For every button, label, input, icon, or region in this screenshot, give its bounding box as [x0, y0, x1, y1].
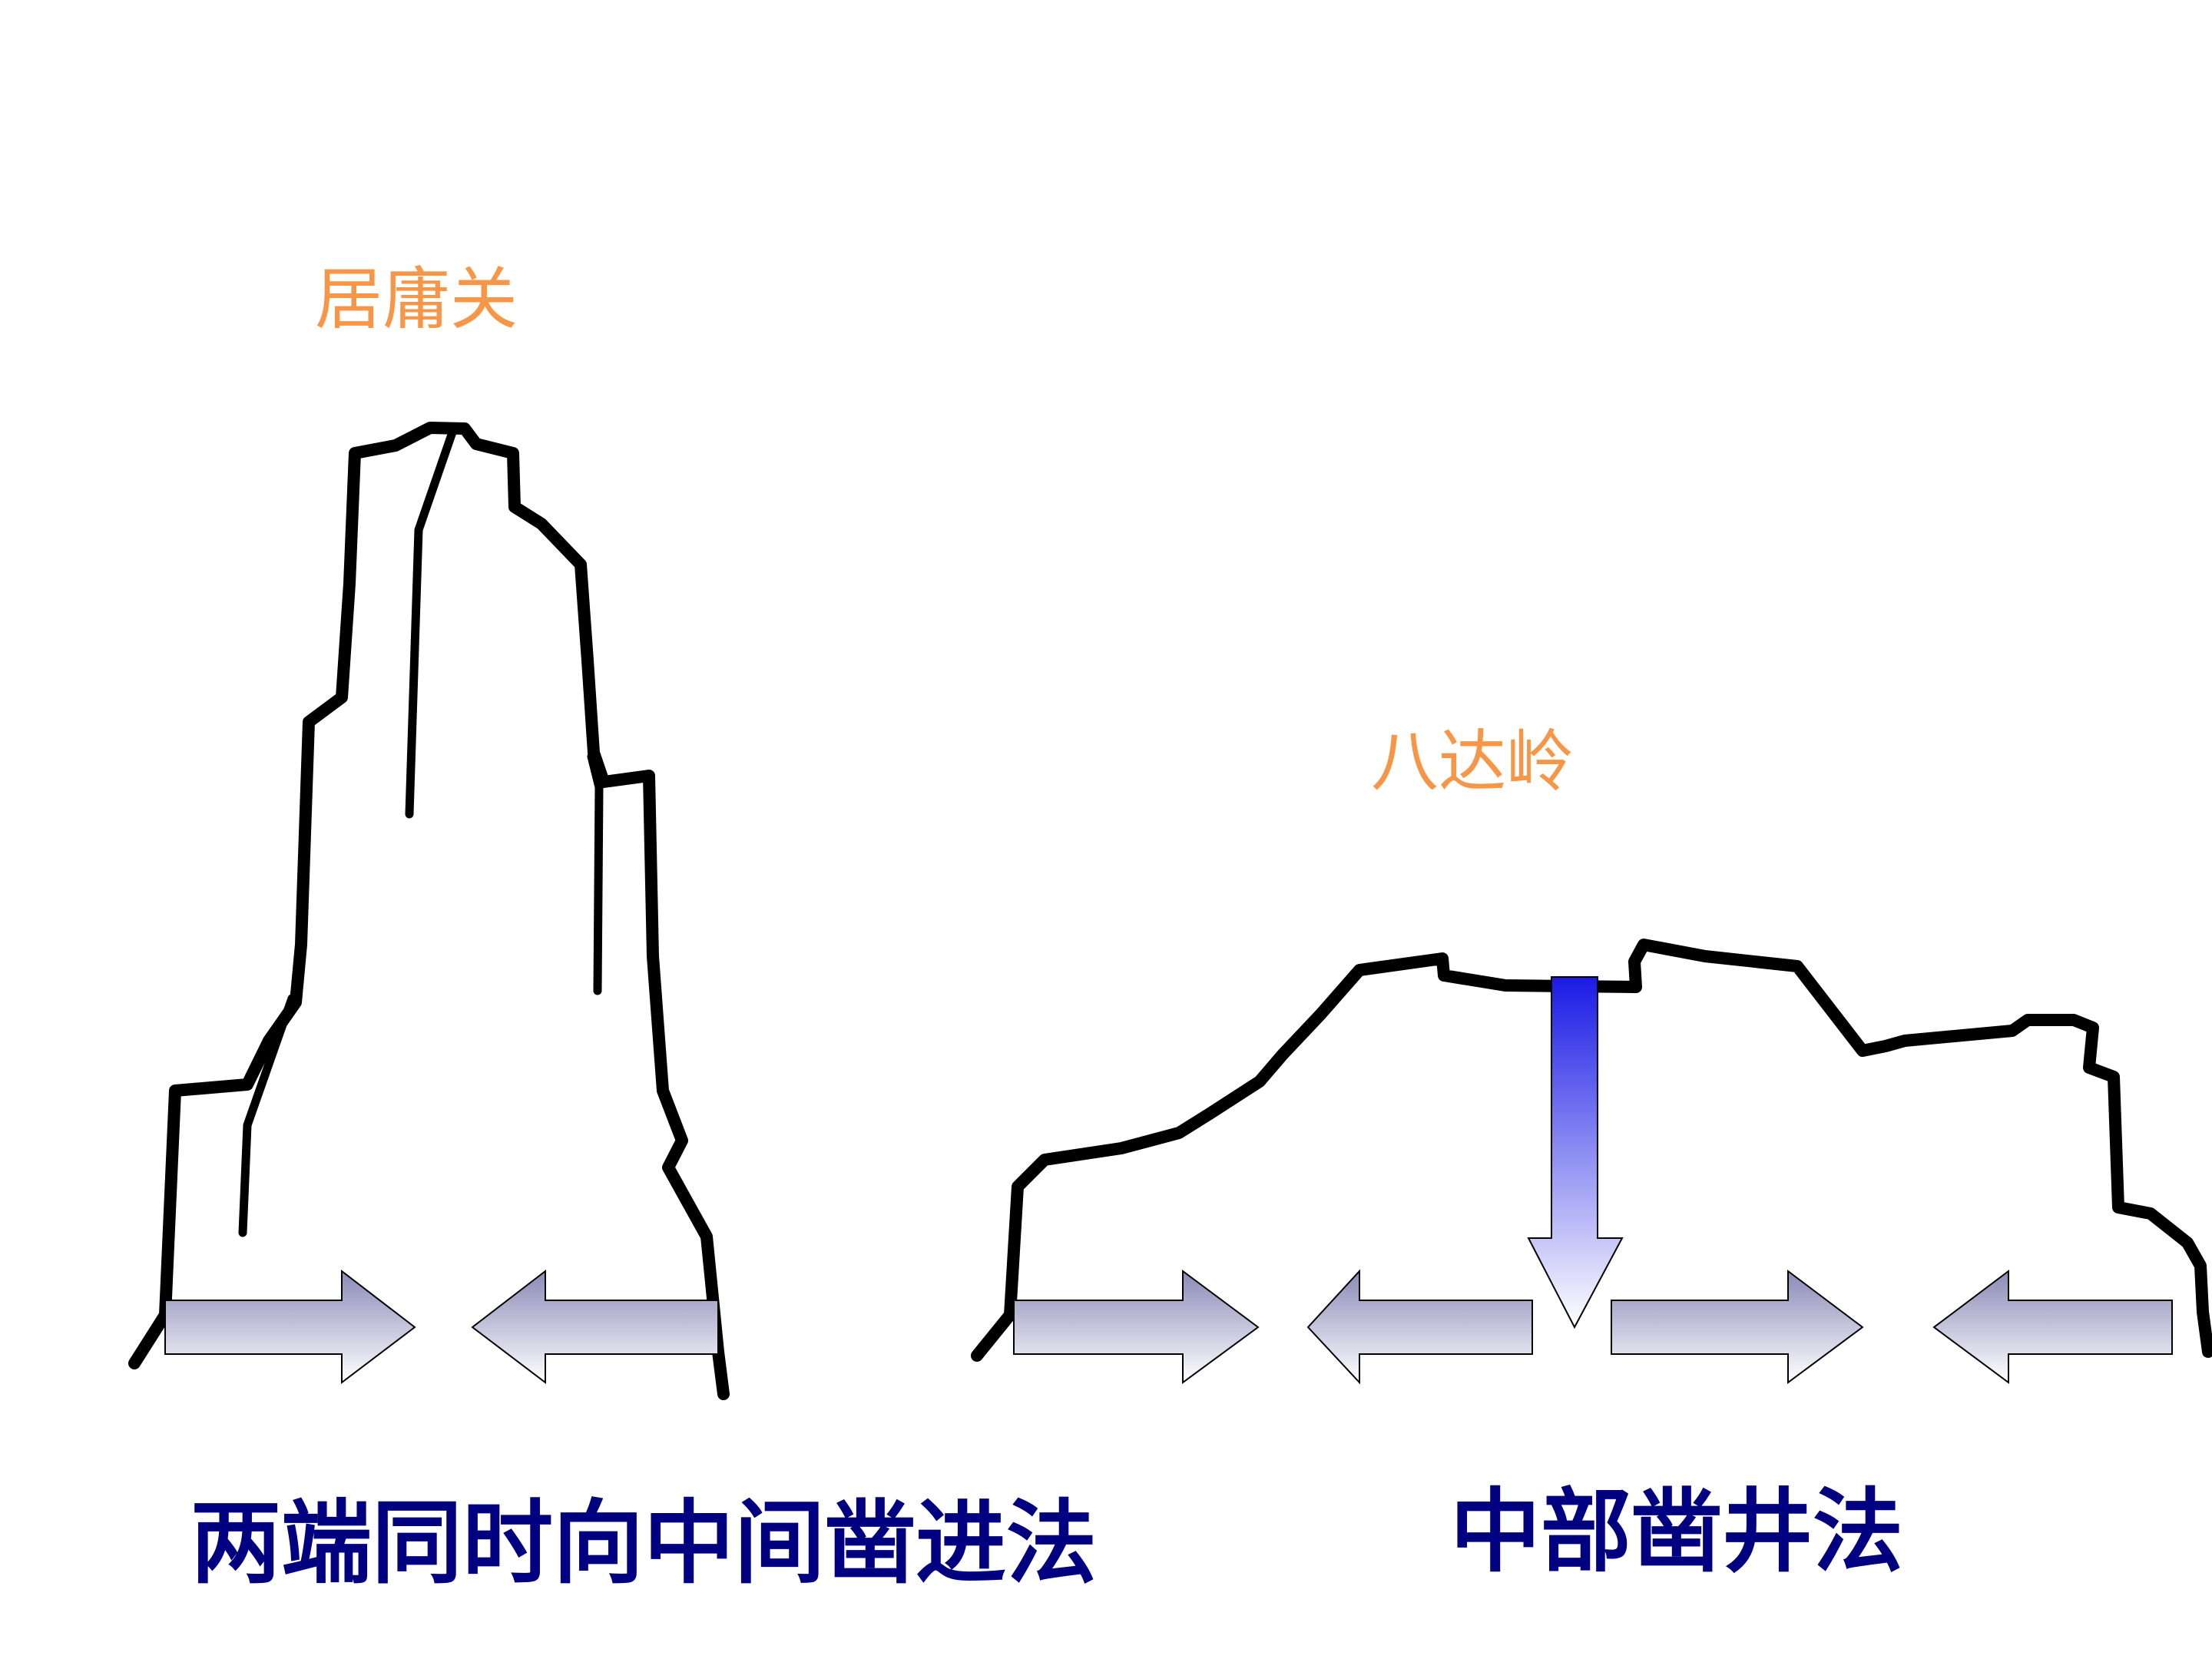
arrow-right-1-east [1013, 1270, 1260, 1384]
mountain-label-badaling: 八达岭 [1371, 722, 1575, 801]
arrow-right-2-west [1306, 1269, 1533, 1385]
mountain-juyongguan-outline [128, 422, 730, 1400]
method-label-central-shaft: 中部凿井法 [1450, 1479, 1904, 1584]
mountain-badaling-outline [971, 939, 2212, 1362]
method-label-both-ends: 两端同时向中间凿进法 [190, 1490, 1098, 1596]
arrow-left-west [471, 1269, 719, 1385]
mountain-juyongguan-crack-1 [405, 426, 458, 819]
mountain-juyongguan-crack-2 [238, 994, 296, 1237]
mountain-juyongguan-crack-3 [587, 752, 604, 995]
arrow-shaft-down [1527, 976, 1624, 1330]
mountain-juyongguan [128, 422, 730, 1400]
mountain-badaling [971, 939, 2212, 1362]
arrow-right-4-west [1932, 1269, 2173, 1384]
mountain-label-juyongguan: 居庸关 [315, 260, 518, 339]
arrow-left-east [164, 1269, 416, 1385]
arrow-right-3-east [1611, 1269, 1864, 1384]
